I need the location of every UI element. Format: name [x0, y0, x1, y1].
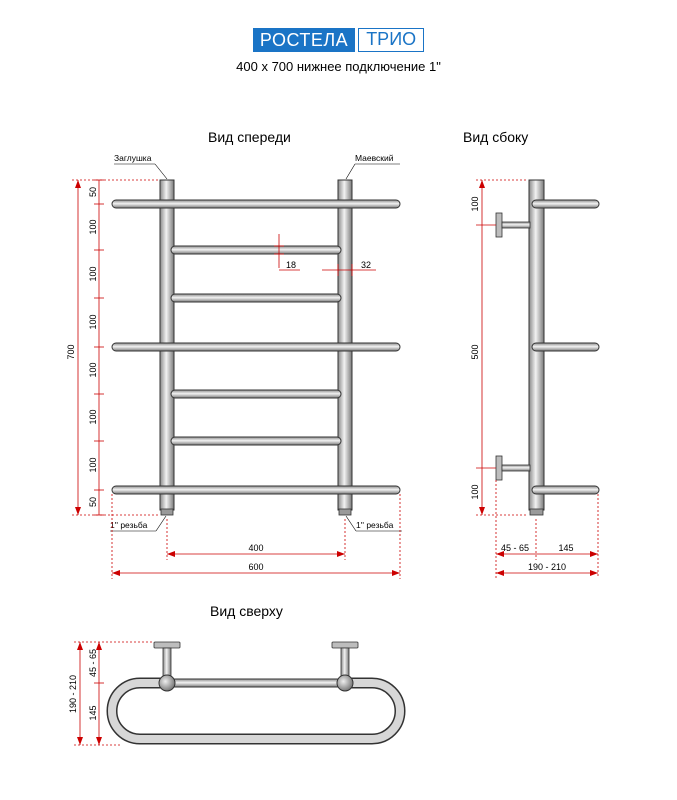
header: РОСТЕЛА ТРИО: [0, 28, 677, 52]
short-bar-2: [170, 293, 342, 303]
plug-label: Заглушка: [114, 153, 152, 163]
long-bar-middle: [111, 342, 401, 352]
side-bar-middle: [531, 342, 600, 352]
right-thread: [338, 508, 352, 516]
thread-label-right: 1'' резьба: [356, 520, 394, 530]
brand-name: РОСТЕЛА: [252, 28, 356, 52]
side-depth-a-label: 45 - 65: [501, 543, 529, 553]
front-seg-5: 100: [88, 362, 98, 377]
top-view: Вид сверху 190 - 210 45 - 65 145: [68, 603, 406, 746]
front-total-height-label: 700: [66, 344, 76, 359]
front-seg-6: 100: [88, 409, 98, 424]
side-bar-top: [531, 199, 600, 209]
top-bracket-left-plate: [153, 641, 181, 649]
top-dim-b: 145: [88, 705, 98, 720]
top-dim-total: 190 - 210: [68, 675, 78, 713]
front-seg-2: 100: [88, 219, 98, 234]
side-bracket-bottom-arm: [501, 464, 531, 472]
front-seg-3: 100: [88, 266, 98, 281]
subtitle: 400 x 700 нижнее подключение 1": [236, 59, 441, 74]
top-loop-outline: [106, 677, 406, 745]
thread-label-left: 1'' резьба: [110, 520, 148, 530]
side-view-title: Вид сбоку: [463, 129, 528, 145]
riser-diameter-label: 32: [361, 260, 371, 270]
short-bar-1: [170, 245, 342, 255]
top-riser-right: [336, 674, 354, 692]
top-dim-a: 45 - 65: [88, 649, 98, 677]
side-bracket-bottom-plate: [495, 455, 503, 481]
center-distance-label: 400: [248, 543, 263, 553]
front-segment-dim-chain: [94, 179, 104, 516]
side-dim-middle: 500: [470, 344, 480, 359]
top-view-title: Вид сверху: [210, 603, 283, 619]
overall-width-label: 600: [248, 562, 263, 572]
short-bar-4: [170, 436, 342, 446]
front-seg-8: 50: [88, 497, 98, 507]
front-seg-1: 50: [88, 187, 98, 197]
side-dim-top: 100: [470, 196, 480, 211]
center-distance-dim: [166, 519, 346, 560]
side-bracket-top-plate: [495, 212, 503, 238]
riser-diameter-dim: [322, 264, 376, 276]
top-bracket-right-arm: [340, 647, 350, 677]
top-bracket-left-arm: [162, 647, 172, 677]
top-riser-left: [158, 674, 176, 692]
short-bar-3: [170, 389, 342, 399]
top-cross-bar: [166, 678, 346, 688]
side-depth-b-label: 145: [558, 543, 573, 553]
side-bracket-top-arm: [501, 221, 531, 229]
top-loop: [108, 679, 404, 743]
side-depth-dims: [495, 480, 599, 578]
bar-diameter-label: 18: [286, 260, 296, 270]
front-seg-7: 100: [88, 457, 98, 472]
side-dim-bottom: 100: [470, 484, 480, 499]
long-bar-bottom: [111, 485, 401, 495]
side-view: Вид сбоку 100 500 100: [463, 129, 600, 578]
front-view-title: Вид спереди: [208, 129, 291, 145]
front-total-height-dim: [72, 179, 160, 516]
top-dims: [74, 641, 154, 746]
side-vertical-dim: [476, 179, 528, 516]
brand-logo: РОСТЕЛА ТРИО: [252, 28, 425, 52]
front-seg-4: 100: [88, 314, 98, 329]
overall-width-dim: [111, 494, 401, 579]
side-thread: [529, 508, 544, 516]
top-bracket-right-plate: [331, 641, 359, 649]
left-thread: [160, 508, 174, 516]
brand-model: ТРИО: [358, 28, 425, 52]
front-view: Вид спереди Заглушка Маевский 1'' резьба…: [66, 129, 402, 579]
side-bar-bottom: [531, 485, 600, 495]
long-bar-top: [111, 199, 401, 209]
vent-label: Маевский: [355, 153, 394, 163]
side-depth-total-label: 190 - 210: [528, 562, 566, 572]
bar-diameter-dim: [274, 234, 300, 271]
